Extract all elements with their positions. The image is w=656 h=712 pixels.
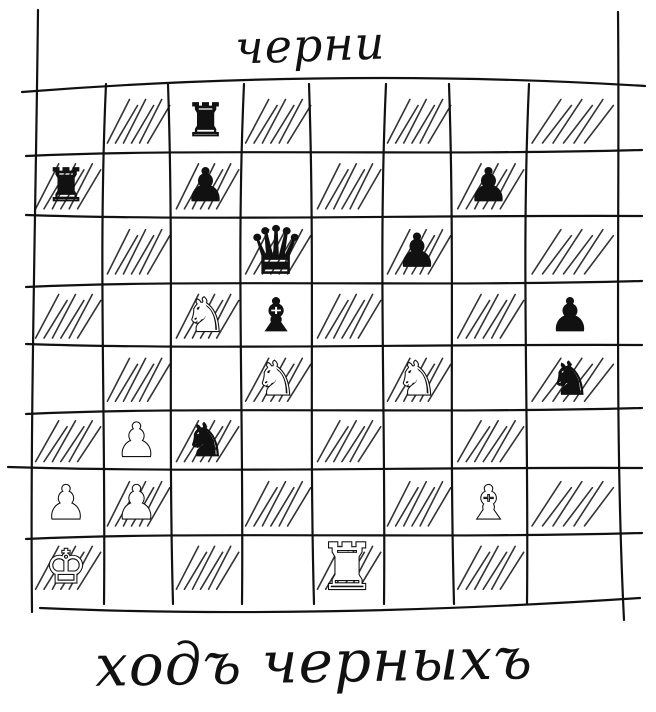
white-bishop-piece: ♝ (468, 476, 509, 530)
black-pawn-piece: ♟ (549, 288, 590, 342)
hatched-dark-square (36, 421, 101, 462)
black-pawn-piece: ♟ (185, 158, 226, 212)
black-rook-piece: ♜ (45, 158, 86, 212)
board-left-border (32, 10, 38, 612)
board-right-border (618, 12, 624, 620)
hatched-dark-square (458, 546, 524, 589)
hatched-dark-square (246, 100, 311, 144)
white-king-piece: ♚ (45, 540, 86, 594)
black-knight-piece: ♞ (185, 413, 226, 467)
file-line (240, 84, 244, 604)
black-bishop-piece: ♝ (255, 288, 296, 342)
file-line (449, 84, 454, 604)
hatched-dark-square (246, 482, 311, 526)
white-knight-piece: ♞ (396, 352, 437, 406)
hatched-dark-square (107, 230, 169, 274)
black-knight-piece: ♞ (549, 352, 590, 406)
chess-pieces: ♜ ♜ ♟ ♟ ♛ ♟ ♞ ♝ ♟ ♞ ♞ ♞ ♟ ♞ ♟ ♟ ♝ ♚ ♜ (45, 93, 590, 605)
black-pawn-piece: ♟ (468, 158, 509, 212)
rank-line (26, 150, 642, 156)
board-top-border (22, 78, 645, 92)
black-rook-piece: ♜ (185, 93, 226, 147)
file-line (309, 84, 314, 604)
black-pawn-piece: ♟ (396, 224, 437, 278)
file-line (168, 84, 173, 604)
hatched-dark-square (317, 295, 380, 339)
white-pawn-piece: ♟ (116, 476, 157, 530)
hatched-dark-square (317, 164, 380, 209)
hatched-dark-square (107, 100, 169, 144)
hatched-dark-square (36, 295, 101, 339)
rank-line (26, 215, 642, 218)
rank-line (26, 281, 642, 287)
file-line (102, 84, 106, 604)
hatched-dark-square (458, 295, 524, 339)
white-knight-piece: ♞ (185, 288, 226, 342)
hatched-dark-square (458, 421, 524, 462)
hatched-dark-square (532, 100, 613, 144)
white-rook-piece: ♜ (318, 531, 375, 605)
hatched-dark-square (107, 358, 169, 401)
hatched-dark-square (317, 421, 380, 462)
file-line (382, 84, 386, 604)
white-pawn-piece: ♟ (116, 413, 157, 467)
bottom-caption: ходъ черныхъ (94, 624, 533, 700)
hatched-dark-square (532, 482, 613, 526)
hatched-dark-square (532, 230, 613, 274)
hatched-dark-square (176, 546, 238, 589)
hatched-dark-square (387, 100, 450, 144)
hatched-dark-square (387, 482, 450, 526)
rank-line (26, 344, 642, 347)
top-caption: черни (234, 15, 386, 74)
white-pawn-piece: ♟ (45, 476, 86, 530)
white-knight-piece: ♞ (255, 352, 296, 406)
black-queen-piece: ♛ (246, 213, 305, 290)
